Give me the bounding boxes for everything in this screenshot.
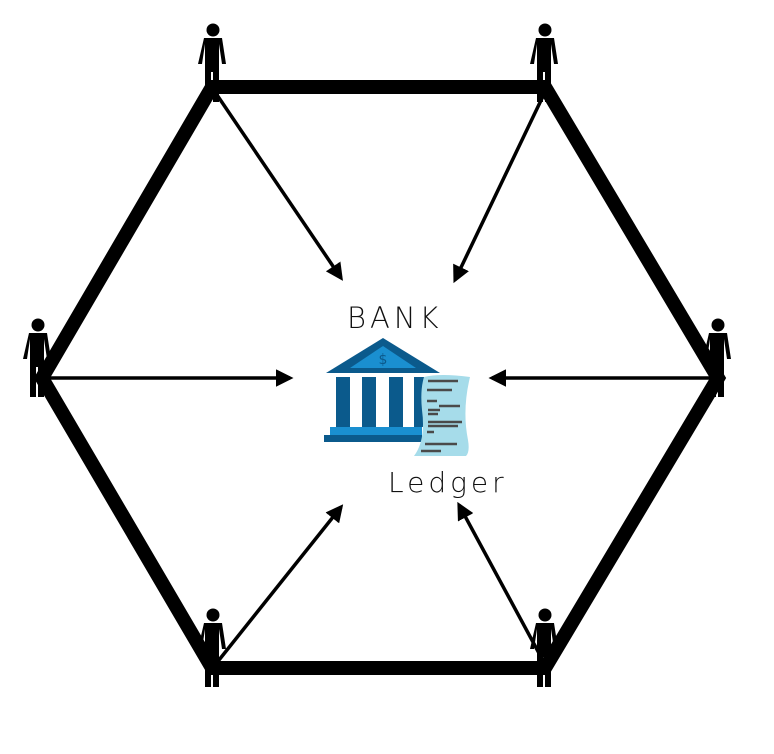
bank-label: BANK bbox=[347, 301, 443, 335]
arrow-top-right-to-bank bbox=[453, 91, 547, 284]
arrow-top-left-to-bank bbox=[213, 91, 343, 281]
arrow-bottom-left-to-bank bbox=[213, 504, 344, 667]
arrow-bottom-right-to-bank bbox=[457, 501, 542, 656]
dollar-sign-icon: $ bbox=[379, 352, 388, 368]
ledger-document-icon bbox=[414, 375, 470, 456]
ledger-label: Ledger bbox=[388, 466, 508, 499]
